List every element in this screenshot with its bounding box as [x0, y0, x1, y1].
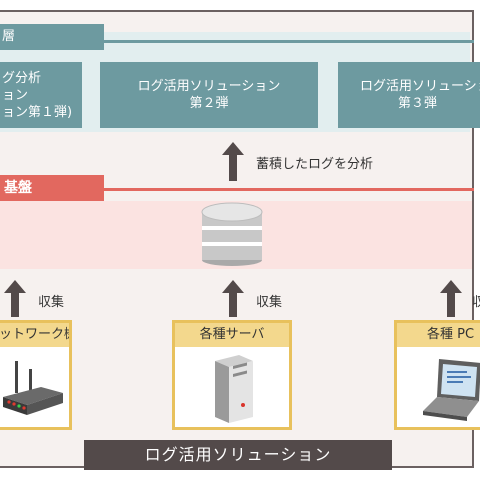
collect-label-2: 収集	[256, 295, 283, 310]
collect-arrow-2-shaft	[229, 293, 237, 317]
solution-box-1-line3: ョン第１弾)	[2, 104, 73, 120]
solution-box-2-line1: ログ活用ソリューション	[137, 79, 281, 94]
pc-label: 各種 PC	[397, 323, 480, 347]
solution-box-2-line2: 第２弾	[189, 96, 229, 111]
bottom-title-banner: ログ活用ソリューション	[84, 440, 392, 470]
collect-arrow-2-head	[222, 280, 244, 293]
collect-arrow-1-head	[4, 280, 26, 293]
pc-card: 各種 PC	[394, 320, 480, 430]
router-icon	[3, 361, 63, 415]
database-icon	[201, 202, 263, 266]
solution-box-3-line1: ログ活用ソリューション	[360, 79, 480, 94]
platform-layer-tab: 基盤	[0, 175, 104, 201]
solution-box-3: ログ活用ソリューション 第３弾	[338, 62, 480, 128]
server-label: 各種サーバ	[175, 323, 289, 347]
solution-box-2: ログ活用ソリューション 第２弾	[100, 62, 318, 128]
analysis-arrow-shaft	[229, 155, 237, 181]
collect-arrow-1-shaft	[11, 293, 19, 317]
collect-label-1: 収集	[38, 295, 65, 310]
analysis-arrow-head	[222, 142, 244, 155]
platform-layer-rule	[104, 188, 474, 191]
collect-label-3: 収	[472, 295, 480, 310]
solution-box-1-line1: グ分析	[2, 70, 42, 86]
analysis-label: 蓄積したログを分析	[256, 157, 374, 172]
server-card: 各種サーバ	[172, 320, 292, 430]
solution-box-1-line2: ョン	[2, 87, 29, 103]
collect-arrow-3-head	[440, 280, 462, 293]
solution-box-3-line2: 第３弾	[398, 96, 438, 111]
laptop-icon	[423, 359, 480, 421]
network-device-label: ットワーク機器	[0, 323, 69, 347]
solutions-layer-tab: 層	[0, 24, 104, 50]
network-device-card: ットワーク機器	[0, 320, 72, 430]
solution-box-1: グ分析 ョン ョン第１弾)	[0, 62, 82, 128]
solutions-layer-rule	[104, 40, 474, 43]
server-icon	[215, 355, 253, 423]
collect-arrow-3-shaft	[447, 293, 455, 317]
